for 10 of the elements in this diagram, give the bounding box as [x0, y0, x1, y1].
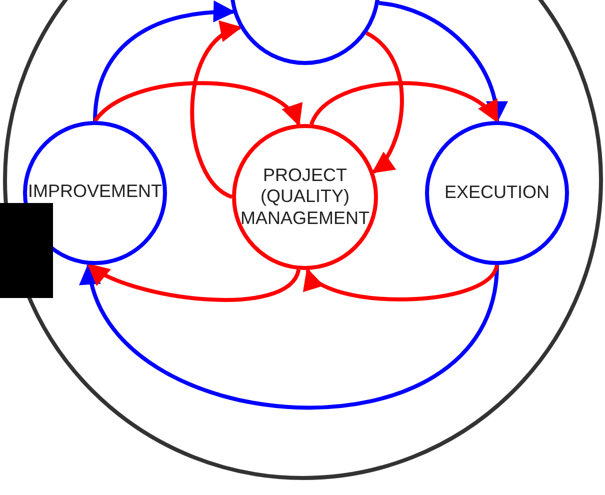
arrow	[94, 81, 300, 126]
process-circle	[232, 124, 378, 270]
node-label: IMPROVEMENT	[26, 181, 163, 203]
arrow	[365, 31, 404, 174]
process-circle	[425, 121, 569, 265]
arrow	[93, 1, 236, 122]
arrow	[310, 81, 499, 126]
node-label: PROJECT (QUALITY) MANAGEMENT	[239, 164, 370, 230]
node-label: EXECUTION	[443, 182, 550, 204]
arrow	[378, 1, 506, 124]
